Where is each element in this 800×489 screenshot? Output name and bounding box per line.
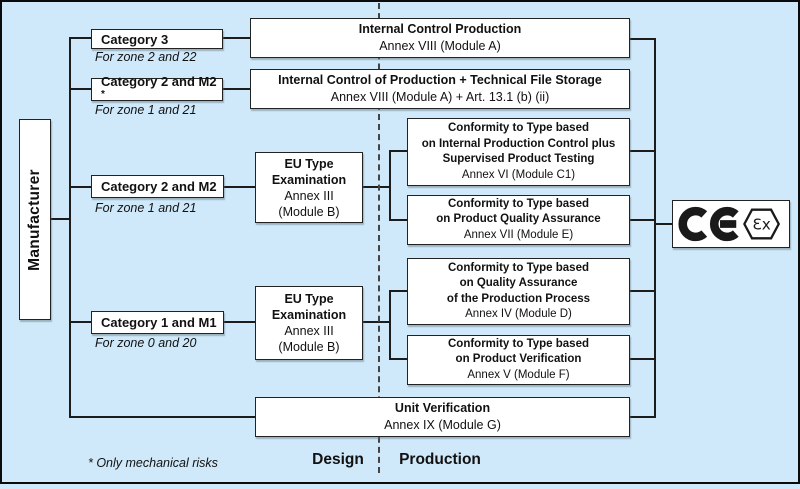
category-1-m1-box: Category 1 and M1 (91, 311, 224, 334)
connector-line (630, 358, 655, 360)
ce-ex-marking-box: Ɛx (672, 200, 790, 248)
connector-line (656, 223, 672, 225)
zone-label: For zone 0 and 20 (95, 336, 197, 350)
module-annex: Annex VIII (Module A) + Art. 13.1 (b) (i… (330, 90, 550, 104)
module-e-box: Conformity to Type based on Product Qual… (407, 195, 630, 245)
category-label: Category 3 (101, 31, 169, 47)
connector-line (391, 150, 407, 152)
connector-line (71, 88, 91, 90)
module-title: on Internal Production Control plus (421, 137, 616, 150)
module-title: Conformity to Type based (448, 197, 589, 210)
module-title: Unit Verification (394, 401, 491, 415)
ex-hexagon-icon (743, 208, 781, 240)
connector-line (224, 321, 255, 323)
module-title: of the Production Process (446, 292, 591, 305)
split-line-vertical (389, 290, 391, 360)
module-title: Examination (271, 308, 347, 322)
connector-line (630, 290, 655, 292)
eu-type-examination-box-2: EU Type Examination Annex III (Module B) (255, 286, 363, 360)
connector-line (630, 219, 655, 221)
module-d-box: Conformity to Type based on Quality Assu… (407, 258, 630, 325)
module-title: Conformity to Type based (448, 261, 589, 274)
module-title: EU Type (284, 156, 334, 171)
design-production-divider (378, 3, 380, 473)
module-title: on Product Verification (455, 353, 582, 366)
module-annex: Annex IX (Module G) (384, 418, 501, 432)
eu-type-examination-box-1: EU Type Examination Annex III (Module B) (255, 152, 363, 223)
production-phase-label: Production (399, 451, 481, 468)
design-phase-label: Design (312, 451, 364, 468)
connector-line (223, 37, 250, 39)
connector-line (630, 38, 655, 40)
connector-line (630, 150, 655, 152)
module-annex: Annex IV (Module D) (465, 308, 572, 320)
mechanical-risk-asterisk: * (101, 88, 105, 100)
module-title: Conformity to Type based (448, 337, 589, 350)
module-a-box: Internal Control Production Annex VIII (… (250, 18, 630, 58)
connector-line (363, 321, 390, 323)
module-title: Examination (271, 172, 347, 187)
category-label: Category 2 and M2 (101, 179, 217, 194)
category-label: Category 1 and M1 (101, 315, 217, 330)
zone-label: For zone 1 and 21 (95, 201, 197, 215)
manufacturer-label: Manufacturer (26, 168, 44, 271)
connector-line (71, 321, 91, 323)
connector-line (71, 186, 91, 188)
split-line-vertical (389, 150, 391, 221)
module-annex: (Module B) (278, 204, 340, 219)
connector-line (71, 416, 255, 418)
module-a-tfs-box: Internal Control of Production + Technic… (250, 69, 630, 109)
branch-line-vertical (69, 37, 71, 418)
module-title: on Quality Assurance (459, 277, 578, 289)
category-2-m2-mech-box: Category 2 and M2 * (91, 74, 223, 101)
zone-label: For zone 1 and 21 (95, 103, 197, 117)
module-annex: Annex VI (Module C1) (461, 168, 576, 181)
module-g-box: Unit Verification Annex IX (Module G) (255, 397, 630, 437)
mechanical-risks-footnote: * Only mechanical risks (88, 456, 218, 470)
category-3-box: Category 3 (91, 29, 223, 49)
module-c1-box: Conformity to Type based on Internal Pro… (407, 118, 630, 186)
connector-line (391, 358, 407, 360)
connector-line (50, 218, 70, 220)
module-title: Internal Control Production (358, 22, 522, 36)
connector-line (630, 416, 655, 418)
connector-line (363, 186, 390, 188)
module-f-box: Conformity to Type based on Product Veri… (407, 335, 630, 385)
ce-ex-marking-icon: Ɛx (678, 206, 781, 242)
module-annex: Annex V (Module F) (467, 368, 570, 381)
connector-line (224, 186, 255, 188)
connector-line (391, 219, 407, 221)
module-annex: Annex VIII (Module A) (379, 39, 501, 53)
ex-label: Ɛx (752, 216, 770, 234)
module-title: Supervised Product Testing (442, 153, 595, 165)
module-title: on Product Quality Assurance (436, 213, 601, 226)
module-title: EU Type (284, 292, 334, 306)
category-2-m2-box: Category 2 and M2 (91, 175, 224, 198)
module-annex: Annex III (284, 188, 334, 203)
module-annex: (Module B) (278, 340, 340, 354)
connector-line (391, 290, 407, 292)
module-title: Conformity to Type based (448, 122, 589, 134)
module-annex: Annex VII (Module E) (463, 228, 574, 241)
ce-c-glyph (678, 206, 708, 242)
module-annex: Annex III (284, 324, 334, 338)
collector-line-vertical (654, 38, 656, 418)
module-title: Internal Control of Production + Technic… (278, 73, 602, 87)
manufacturer-box: Manufacturer (19, 119, 51, 320)
connector-line (71, 37, 91, 39)
category-label: Category 2 and M2 * (101, 73, 217, 100)
zone-label: For zone 2 and 22 (95, 50, 197, 64)
ce-e-glyph (709, 206, 739, 242)
connector-line (223, 88, 250, 90)
